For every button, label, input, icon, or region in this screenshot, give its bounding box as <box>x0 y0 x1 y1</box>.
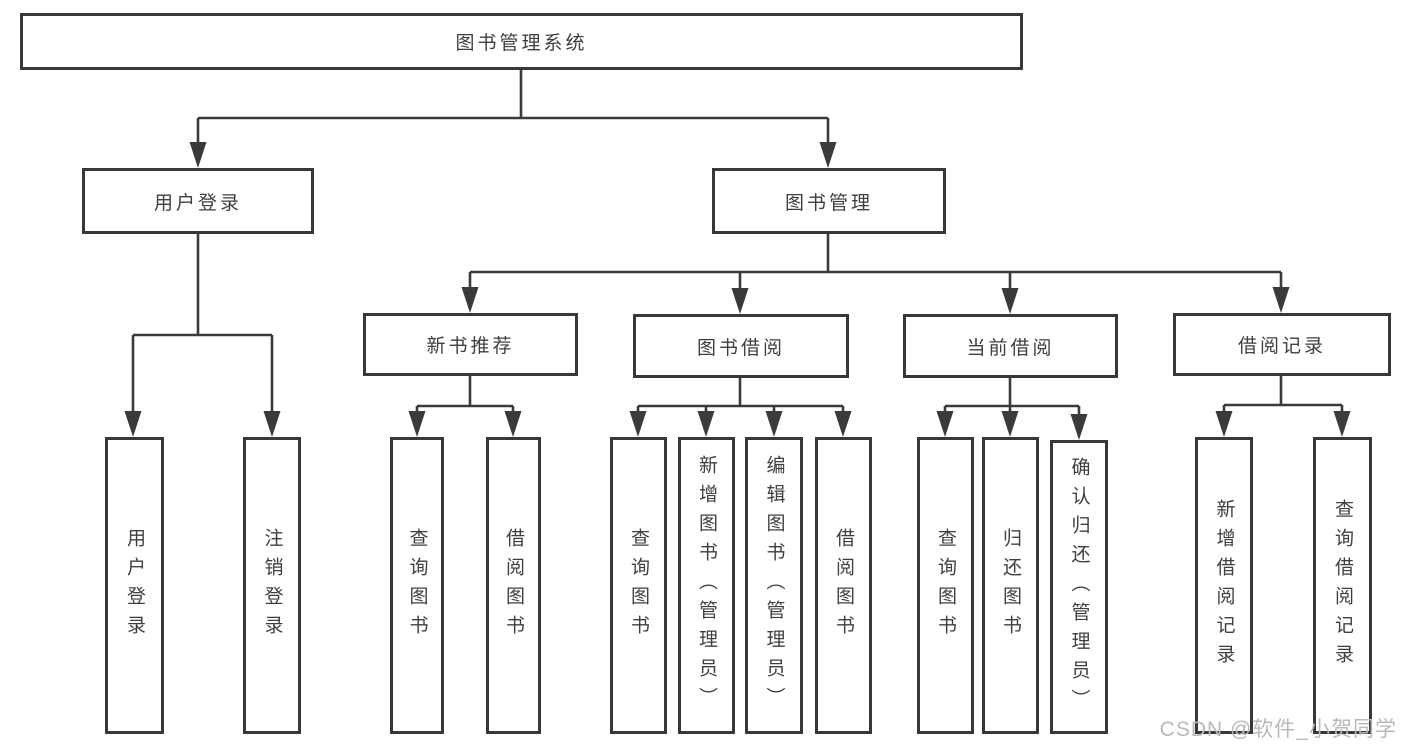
leaf-label: 查询图书 <box>406 527 428 644</box>
node-label: 当前借阅 <box>966 337 1055 359</box>
leaf-user-login: 用户登录 <box>105 437 164 734</box>
node-new-book-recommend: 新书推荐 <box>363 313 578 376</box>
leaf-label: 查询借阅记录 <box>1332 498 1353 673</box>
leaf-label: 新增借阅记录 <box>1213 498 1235 673</box>
leaf-current-confirm-return: 确认归还（管理员） <box>1050 440 1108 734</box>
node-label: 新书推荐 <box>426 336 515 357</box>
node-current-borrowing: 当前借阅 <box>903 314 1118 378</box>
node-label: 图书借阅 <box>696 337 785 359</box>
node-label: 借阅记录 <box>1237 336 1326 357</box>
leaf-borrowing-borrow-books: 借阅图书 <box>815 437 872 734</box>
leaf-logout: 注销登录 <box>243 437 301 734</box>
leaf-label: 编辑图书（管理员） <box>763 455 785 716</box>
leaf-current-return-books: 归还图书 <box>982 437 1039 734</box>
node-label: 用户登录 <box>153 192 242 214</box>
leaf-label: 注销登录 <box>261 527 283 644</box>
leaf-label: 查询图书 <box>628 527 649 644</box>
leaf-label: 新增图书（管理员） <box>696 455 717 716</box>
leaf-records-query-record: 查询借阅记录 <box>1313 437 1372 734</box>
leaf-records-add-record: 新增借阅记录 <box>1195 437 1253 734</box>
node-book-management: 图书管理 <box>712 168 946 234</box>
node-user-login: 用户登录 <box>82 168 314 234</box>
node-borrowing-records: 借阅记录 <box>1173 313 1391 376</box>
leaf-label: 用户登录 <box>124 527 145 644</box>
node-library-management-system: 图书管理系统 <box>20 13 1023 70</box>
leaf-borrowing-add-books: 新增图书（管理员） <box>678 437 735 734</box>
leaf-recommend-query-books: 查询图书 <box>390 437 444 734</box>
leaf-borrowing-query-books: 查询图书 <box>610 437 667 734</box>
leaf-recommend-borrow-books: 借阅图书 <box>486 437 541 734</box>
leaf-current-query-books: 查询图书 <box>917 437 974 734</box>
leaf-label: 查询图书 <box>935 527 956 644</box>
node-label: 图书管理系统 <box>455 33 588 54</box>
node-book-borrowing: 图书借阅 <box>633 314 849 378</box>
node-label: 图书管理 <box>784 192 873 214</box>
leaf-label: 归还图书 <box>1000 527 1021 644</box>
leaf-borrowing-edit-books: 编辑图书（管理员） <box>745 437 803 734</box>
leaf-label: 借阅图书 <box>503 527 524 644</box>
leaf-label: 借阅图书 <box>833 527 854 644</box>
leaf-label: 确认归还（管理员） <box>1068 456 1090 718</box>
